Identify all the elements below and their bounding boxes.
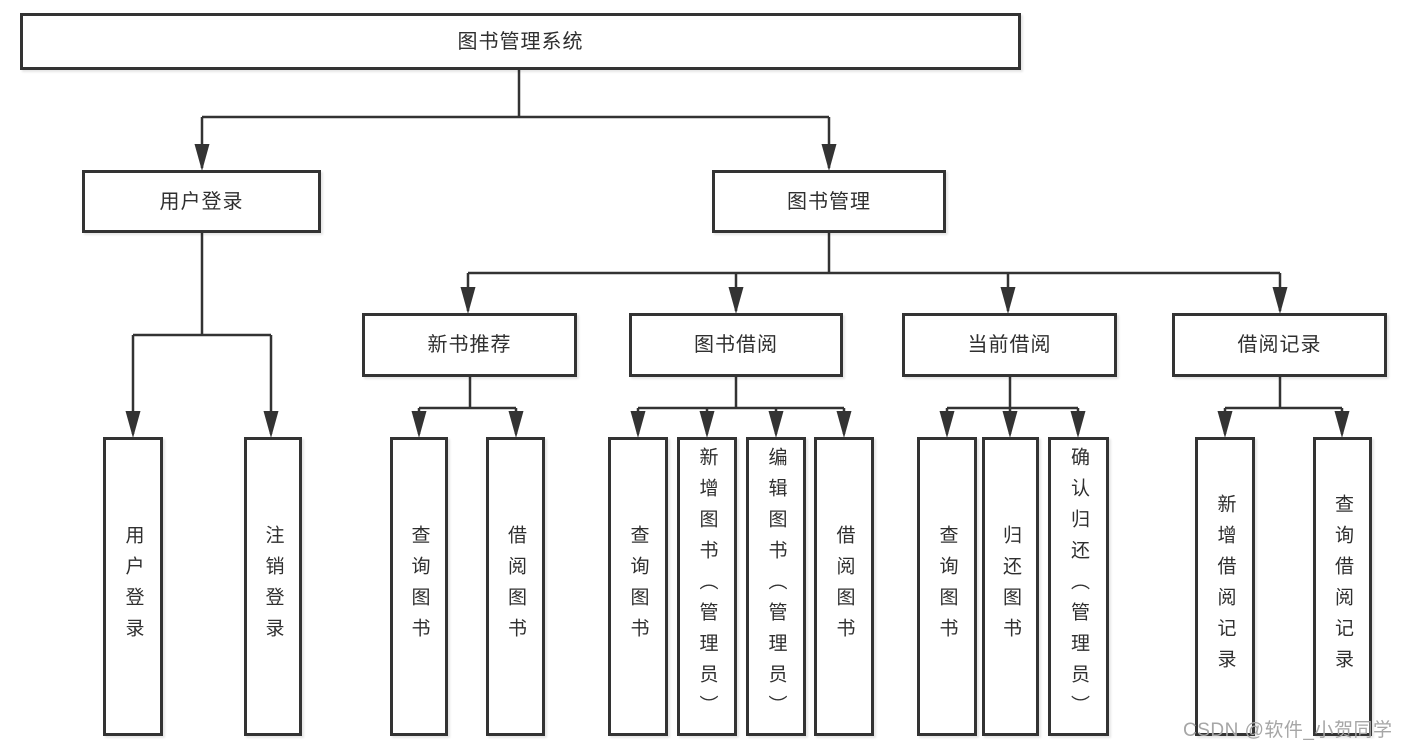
leaf-confirm-return-admin: 确认归还（管理员） [1048,437,1109,736]
leaf-return-books: 归还图书 [982,437,1039,736]
leaf-query-borrow-record: 查询借阅记录 [1313,437,1372,736]
node-book-borrowing: 图书借阅 [629,313,843,377]
node-user-login: 用户登录 [82,170,321,233]
node-library-management-system: 图书管理系统 [20,13,1021,70]
leaf-logout: 注销登录 [244,437,302,736]
node-current-borrowing: 当前借阅 [902,313,1117,377]
leaf-user-login: 用户登录 [103,437,163,736]
leaf-borrow-books-recommend: 借阅图书 [486,437,545,736]
leaf-add-borrow-record: 新增借阅记录 [1195,437,1255,736]
leaf-query-books-recommend: 查询图书 [390,437,448,736]
leaf-add-books-admin: 新增图书（管理员） [677,437,737,736]
leaf-edit-books-admin: 编辑图书（管理员） [746,437,806,736]
leaf-borrow-books-borrowing: 借阅图书 [814,437,874,736]
node-new-book-recommendation: 新书推荐 [362,313,577,377]
csdn-watermark: CSDN @软件_小贺同学 [1183,720,1393,741]
node-borrowing-records: 借阅记录 [1172,313,1387,377]
leaf-query-books-borrowing: 查询图书 [608,437,668,736]
node-book-management: 图书管理 [712,170,946,233]
leaf-query-books-current: 查询图书 [917,437,977,736]
